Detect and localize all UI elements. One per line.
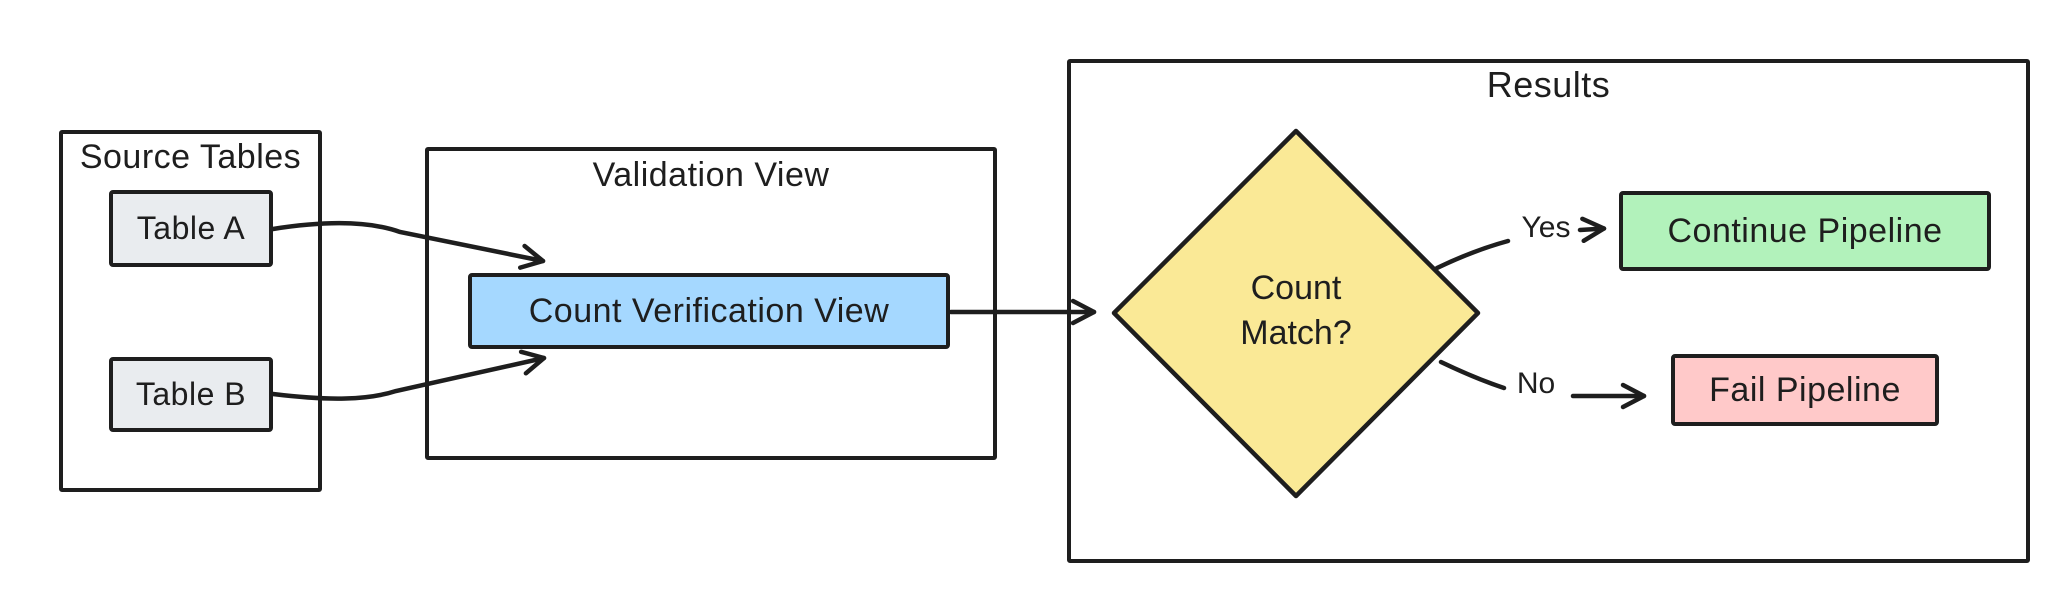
count-match-label-line2: Match?	[1240, 313, 1352, 352]
node-count-verification-view-label: Count Verification View	[528, 291, 890, 330]
node-fail-pipeline: Fail Pipeline	[1671, 354, 1939, 426]
node-continue-pipeline-label: Continue Pipeline	[1667, 211, 1943, 250]
node-table-a: Table A	[109, 190, 273, 267]
validation-view-container	[425, 147, 997, 460]
source-tables-container	[59, 130, 322, 492]
validation-view-title: Validation View	[592, 156, 830, 194]
results-title: Results	[1486, 64, 1611, 105]
node-continue-pipeline: Continue Pipeline	[1619, 191, 1991, 271]
node-table-b: Table B	[109, 357, 273, 432]
count-match-label: Count Match?	[1146, 266, 1446, 356]
edge-label-yes: Yes	[1521, 211, 1571, 244]
node-fail-pipeline-label: Fail Pipeline	[1709, 370, 1901, 409]
source-tables-title: Source Tables	[79, 138, 302, 176]
count-match-label-line1: Count	[1250, 269, 1342, 307]
node-table-a-label: Table A	[136, 210, 246, 246]
node-table-b-label: Table B	[135, 376, 247, 412]
edge-label-no: No	[1516, 367, 1556, 400]
node-count-verification-view: Count Verification View	[468, 273, 950, 349]
